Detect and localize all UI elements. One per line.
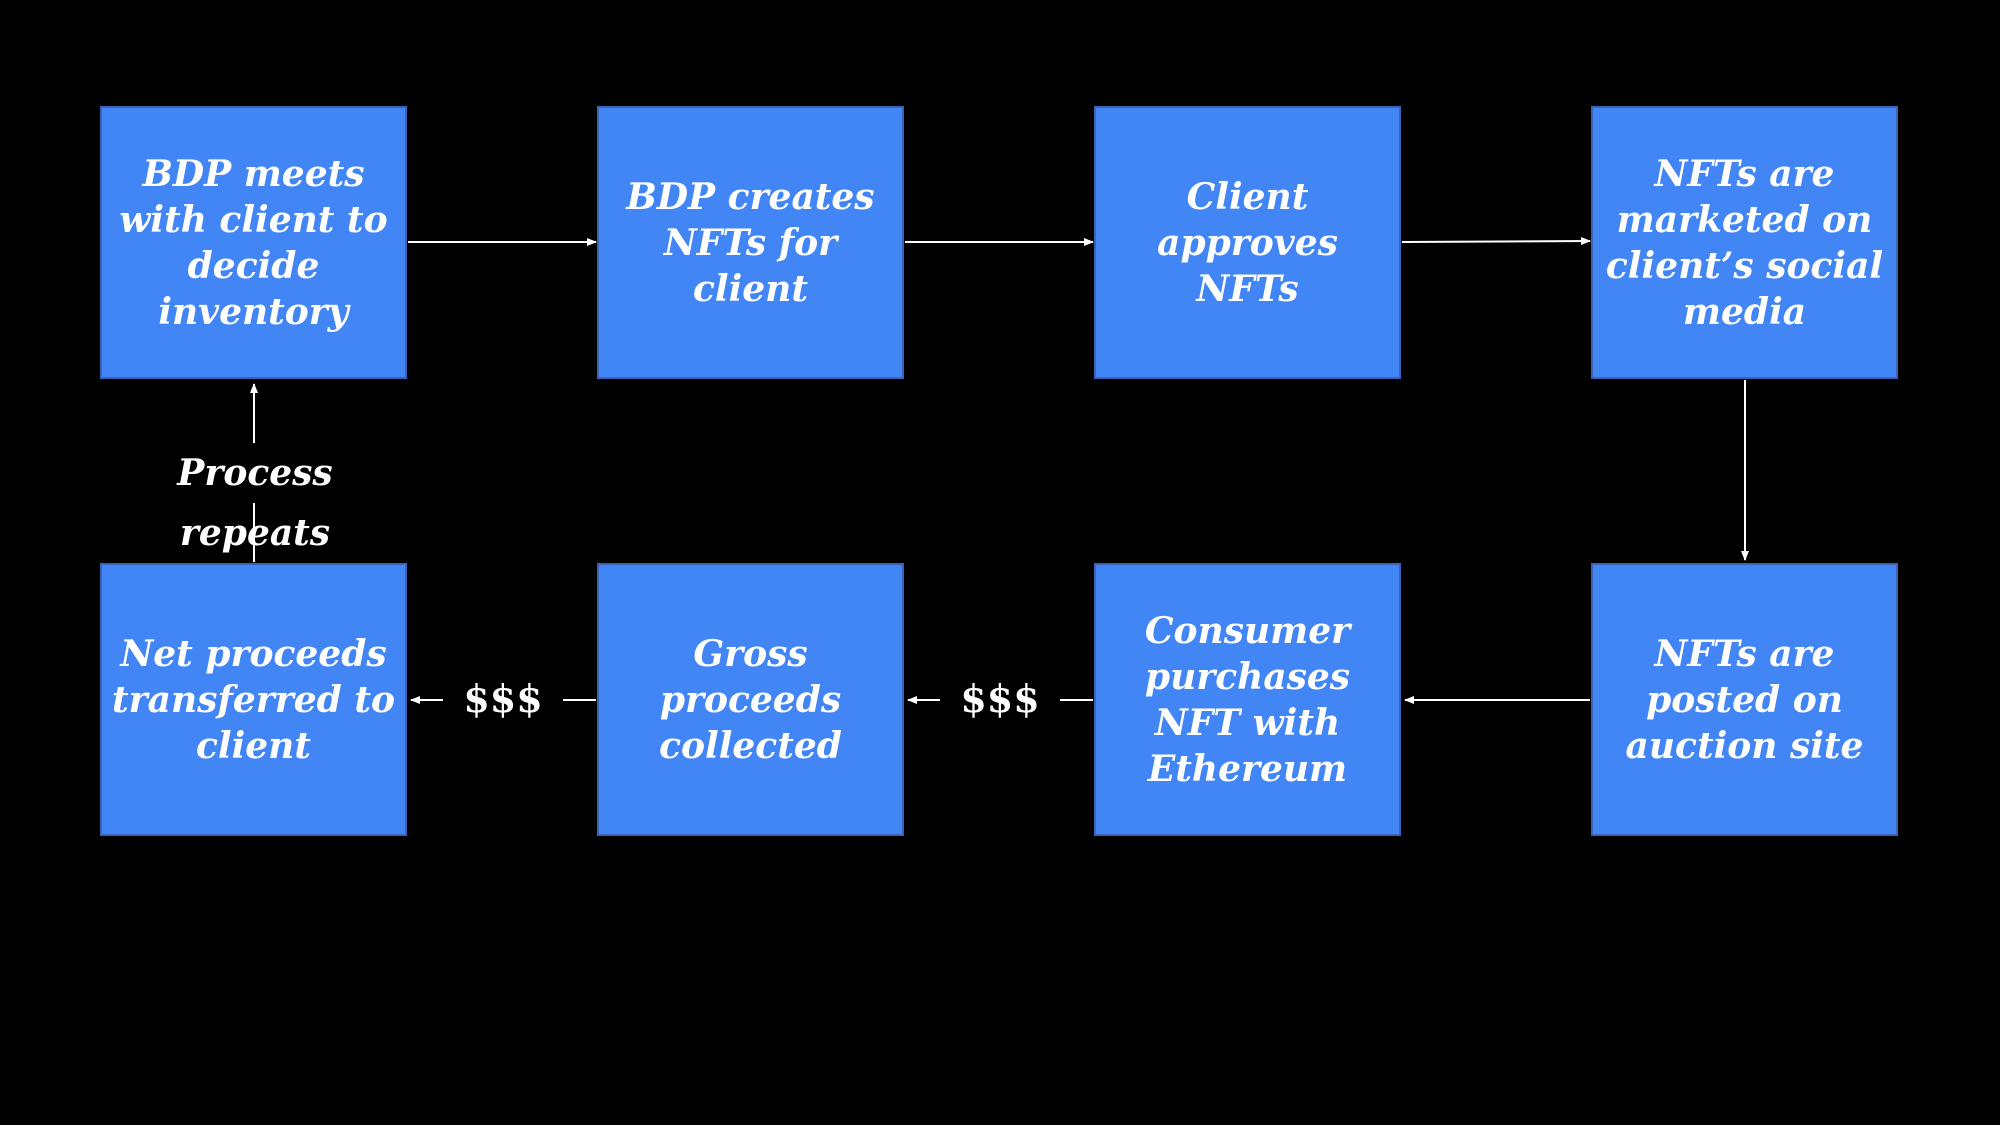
step-box-create: BDP creates NFTs for client [597, 106, 904, 379]
edge-label-money-gross-to-net: $$$ [443, 669, 563, 729]
edge-label-process-repeats: Process repeats [105, 443, 405, 554]
edge-label-money-purchase-to-gross: $$$ [940, 669, 1060, 729]
step-box-gross: Gross proceeds collected [597, 563, 904, 836]
step-box-post: NFTs are posted on auction site [1591, 563, 1898, 836]
step-box-purchase: Consumer purchases NFT with Ethereum [1094, 563, 1401, 836]
step-box-approve: Client approves NFTs [1094, 106, 1401, 379]
step-box-market: NFTs are marketed on client’s social med… [1591, 106, 1898, 379]
arrow-approve-to-market [1401, 237, 1591, 246]
step-box-net: Net proceeds transferred to client [100, 563, 407, 836]
step-box-meet: BDP meets with client to decide inventor… [100, 106, 407, 379]
